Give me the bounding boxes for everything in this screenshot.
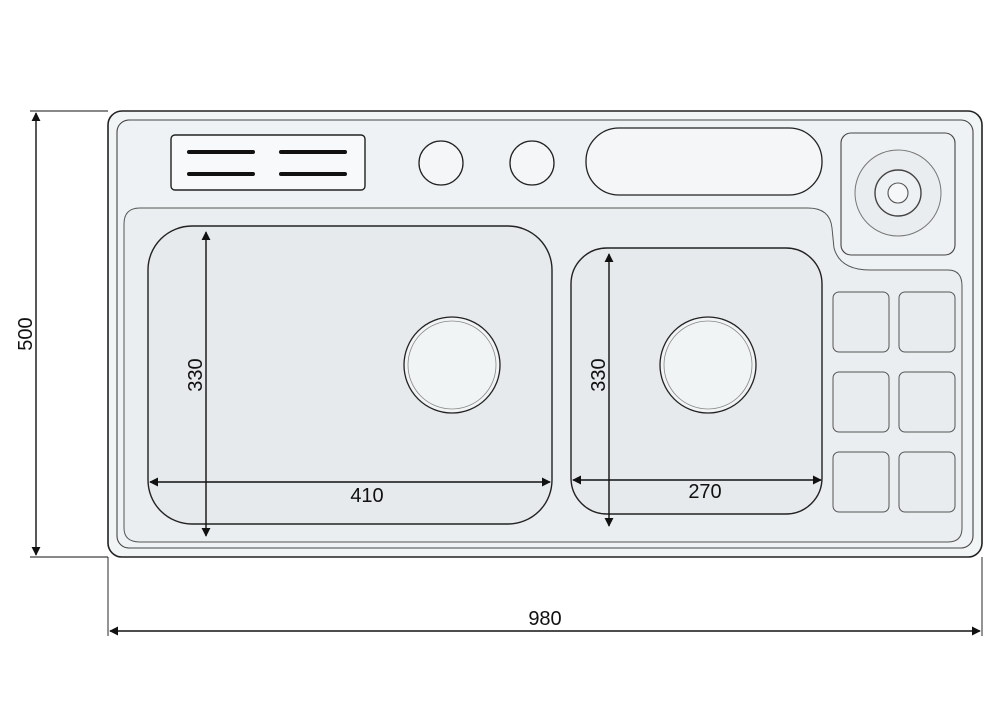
overflow-slot bbox=[279, 172, 347, 176]
top-accessories bbox=[170, 127, 956, 256]
drainer-pad bbox=[898, 451, 956, 513]
drainer-pad bbox=[832, 371, 890, 433]
dimension-lines bbox=[30, 110, 983, 636]
drainer-pads bbox=[832, 291, 956, 513]
drainer-pad bbox=[898, 291, 956, 353]
small-bowl-width-label: 270 bbox=[688, 481, 721, 503]
tap-hole bbox=[418, 140, 464, 186]
drainer-pad bbox=[832, 451, 890, 513]
drainer-pad bbox=[832, 291, 890, 353]
tap-hole bbox=[509, 140, 555, 186]
overflow-slot bbox=[187, 150, 255, 154]
small-bowl-drain bbox=[659, 316, 757, 414]
main-bowl-depth-label: 330 bbox=[185, 358, 207, 391]
small-bowl-depth-label: 330 bbox=[588, 358, 610, 391]
dimension-labels: 980 500 410 330 270 330 bbox=[15, 317, 722, 630]
small-drain-unit bbox=[840, 132, 956, 256]
overflow-slot-panel bbox=[170, 134, 366, 191]
main-bowl-drain bbox=[403, 316, 501, 414]
drainer-pad bbox=[898, 371, 956, 433]
main-bowl bbox=[147, 225, 553, 525]
total-width-label: 980 bbox=[528, 608, 561, 630]
small-bowl bbox=[570, 247, 823, 515]
soap-tray bbox=[585, 127, 823, 196]
overflow-slot bbox=[279, 150, 347, 154]
main-bowl-width-label: 410 bbox=[350, 485, 383, 507]
overflow-slot bbox=[187, 172, 255, 176]
total-height-label: 500 bbox=[15, 317, 37, 350]
